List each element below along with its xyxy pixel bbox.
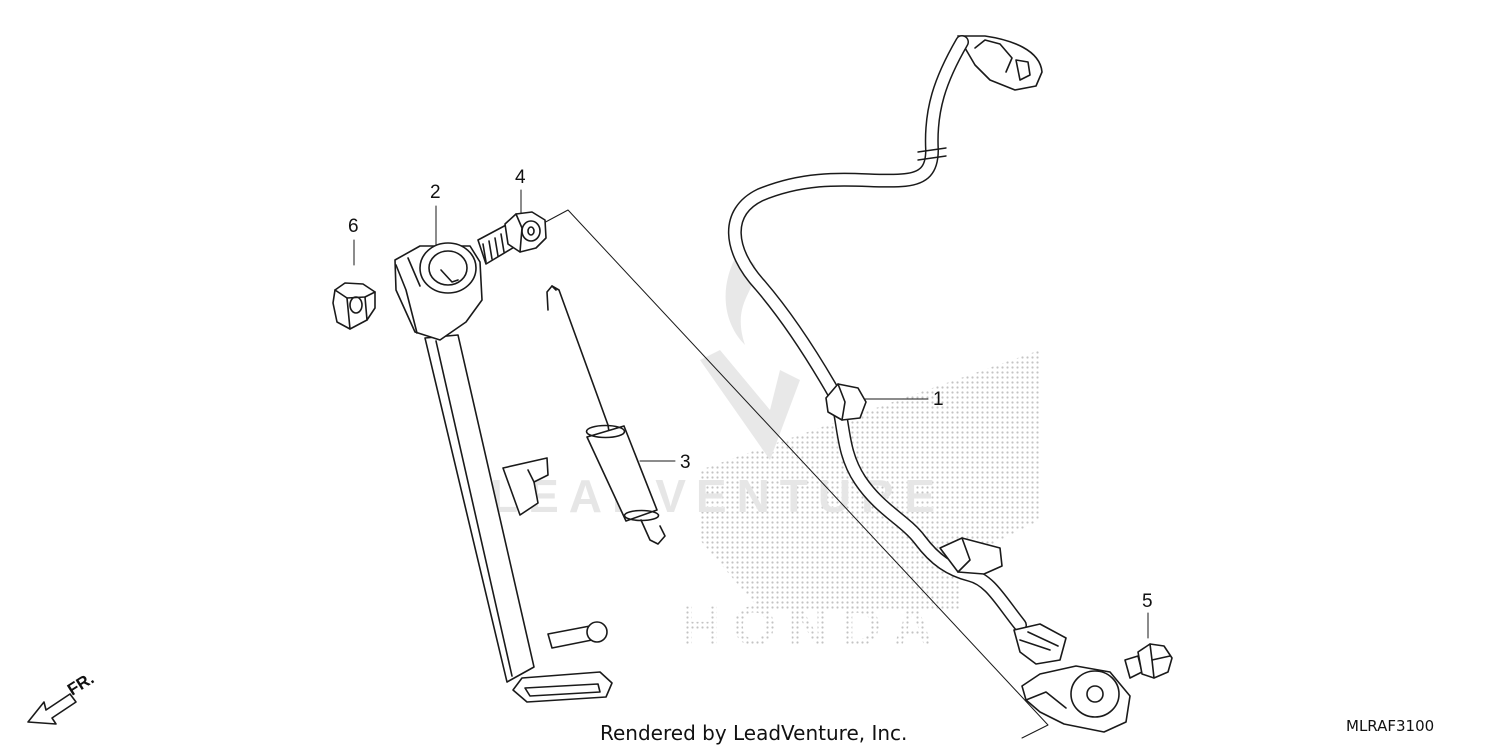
callout-5: 5 [1142, 591, 1153, 612]
flange-bolt-part-5 [1124, 643, 1173, 679]
return-spring-part-3 [546, 285, 666, 545]
watermark-maker-text: HONDA [680, 594, 945, 657]
diagram-code: MLRAF3100 [1346, 717, 1434, 735]
callout-3: 3 [680, 452, 691, 473]
callout-4: 4 [515, 167, 526, 188]
rendered-by-footer: Rendered by LeadVenture, Inc. [600, 721, 907, 745]
flange-nut-part-6 [332, 282, 376, 330]
front-direction-arrow [27, 693, 77, 725]
callout-6: 6 [348, 216, 359, 237]
pivot-bolt-part-4 [477, 211, 547, 265]
leadventure-flame-watermark [700, 250, 800, 460]
side-stand-part-2 [394, 242, 613, 703]
side-stand-switch-part-1 [727, 35, 1131, 733]
watermark: LEADVENTURE HONDA [490, 250, 1040, 657]
callout-2: 2 [430, 182, 441, 203]
callout-1: 1 [933, 389, 944, 410]
leader-lines [353, 189, 1149, 739]
assembly-guide-line [539, 209, 1049, 739]
